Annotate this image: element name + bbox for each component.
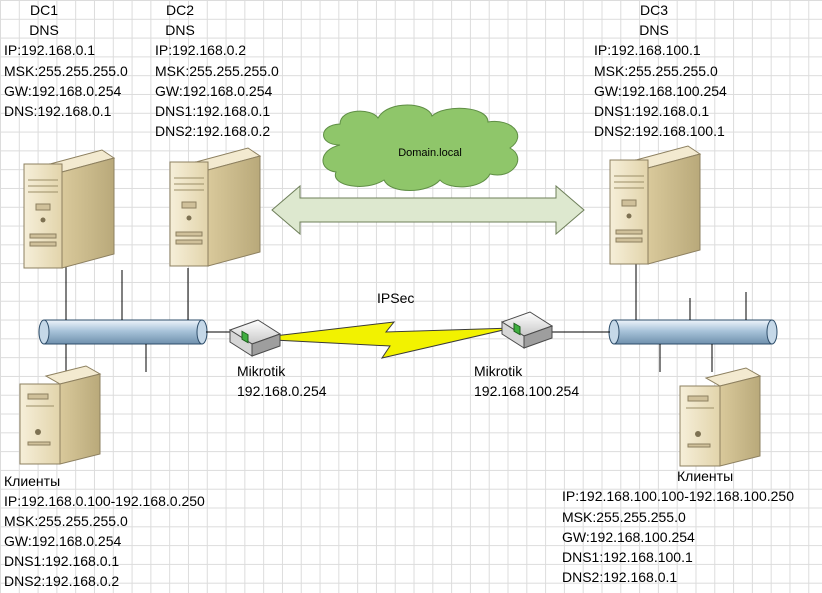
network-bus-right [608,319,778,345]
clients-right-ip: IP:192.168.100.100-192.168.100.250 [562,488,794,504]
clients-right-pc-icon [679,367,761,467]
dc3-name: DC3 [639,2,668,18]
mikrotik-right-name: Mikrotik [474,363,523,379]
dc3-dns2: DNS2:192.168.100.1 [594,123,725,139]
clients-right-dns2: DNS2:192.168.0.1 [562,569,678,585]
dc3-mask: MSK:255.255.255.0 [594,63,718,79]
mikrotik-right-router-icon [501,311,553,349]
dc3-gateway: GW:192.168.100.254 [594,83,727,99]
dc2-dns2: DNS2:192.168.0.2 [155,123,271,139]
clients-right-mask: MSK:255.255.255.0 [562,509,686,525]
network-bus-left [38,319,208,345]
ipsec-tunnel-lightning [273,321,513,359]
clients-left-mask: MSK:255.255.255.0 [4,513,128,529]
clients-left-ip: IP:192.168.0.100-192.168.0.250 [4,493,205,509]
mikrotik-left-router-icon [229,319,281,357]
dc2-ip: IP:192.168.0.2 [155,42,247,58]
dc2-server-icon [169,147,261,267]
mikrotik-left-name: Mikrotik [237,363,286,379]
clients-left-title: Клиенты [4,473,61,489]
clients-right-title: Клиенты [677,468,734,484]
dc2-name: DC2 [165,2,194,18]
dc1-role: DNS [29,22,59,38]
clients-left-gateway: GW:192.168.0.254 [4,533,122,549]
dc1-name: DC1 [29,2,58,18]
dc1-server-icon [23,149,115,269]
dc3-ip: IP:192.168.100.1 [594,42,701,58]
clients-left-dns1: DNS1:192.168.0.1 [4,553,120,569]
dc3-dns1: DNS1:192.168.0.1 [594,103,710,119]
dc2-mask: MSK:255.255.255.0 [155,63,279,79]
dc3-server-icon [609,145,701,265]
mikrotik-left-ip: 192.168.0.254 [237,383,327,399]
dc3-role: DNS [639,22,669,38]
domain-label: Domain.local [398,147,462,159]
clients-right-dns1: DNS1:192.168.100.1 [562,549,693,565]
mikrotik-right-ip: 192.168.100.254 [474,383,580,399]
dc2-gateway: GW:192.168.0.254 [155,83,273,99]
clients-left-dns2: DNS2:192.168.0.2 [4,573,120,589]
ipsec-label: IPSec [377,290,415,306]
clients-right-gateway: GW:192.168.100.254 [562,529,695,545]
clients-left-pc-icon [19,365,101,465]
double-arrow [271,184,585,236]
dc1-gateway: GW:192.168.0.254 [4,83,122,99]
dc1-mask: MSK:255.255.255.0 [4,63,128,79]
dc2-role: DNS [165,22,195,38]
cloud-shape [322,104,519,191]
dc1-dns: DNS:192.168.0.1 [4,103,112,119]
dc2-dns1: DNS1:192.168.0.1 [155,103,271,119]
dc1-ip: IP:192.168.0.1 [4,42,96,58]
